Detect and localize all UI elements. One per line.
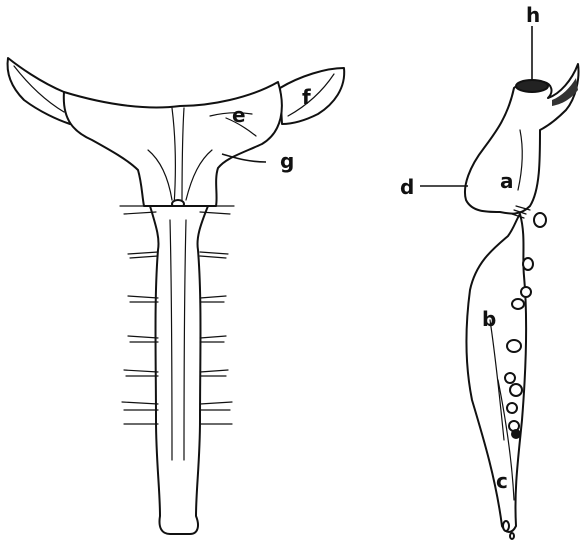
sternal-body [150,206,208,534]
label-a: a [500,169,514,193]
rib-stubs-right [200,206,234,424]
left-wing [8,58,70,124]
articular-facet [516,80,548,92]
label-f: f [302,85,311,109]
label-e: e [232,103,246,127]
manubrium-plate [64,82,282,206]
lateral-view [420,26,579,539]
label-c: c [496,469,508,493]
rib-stubs-left [120,206,158,424]
label-b: b [482,307,496,331]
label-h: h [526,3,540,27]
ventral-view [8,58,345,534]
label-g: g [280,149,294,173]
label-d: d [400,175,414,199]
